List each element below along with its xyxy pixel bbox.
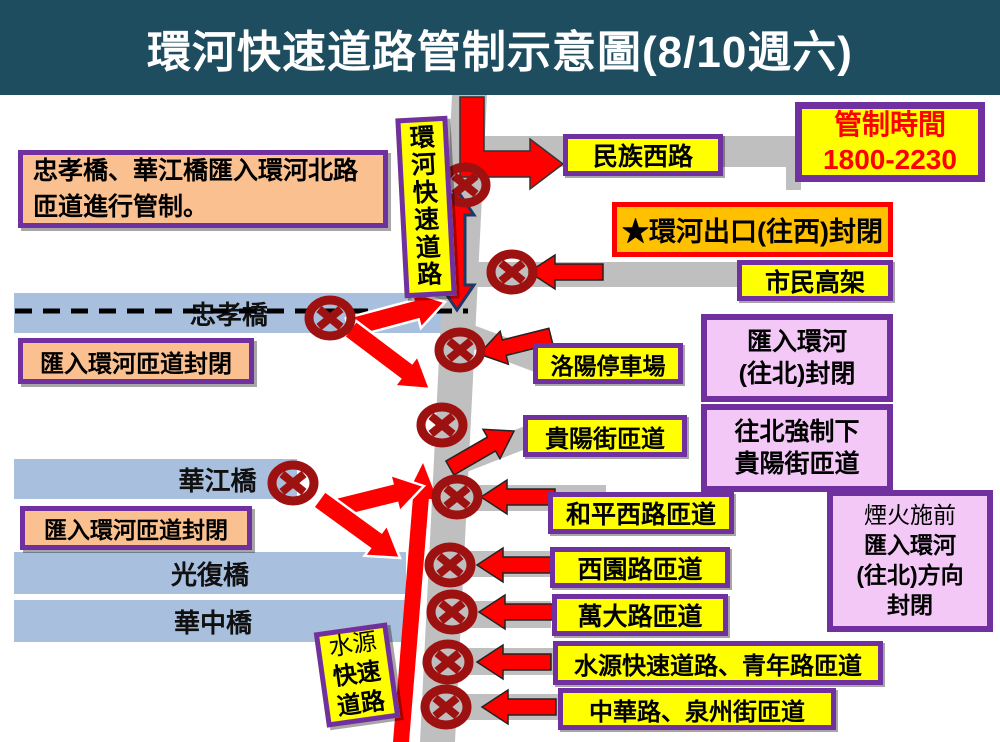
ramp-text: 貴陽街匝道 xyxy=(545,425,665,453)
ramp-label-wanda: 萬大路匝道 xyxy=(552,594,728,636)
pink-line: 匯入環河 xyxy=(746,327,847,356)
bridge-label: 華中橋 xyxy=(173,607,252,638)
page-title: 環河快速道路管制示意圖(8/10週六) xyxy=(147,27,853,77)
huanhe-expressway-text: 環河快速道路 xyxy=(409,122,443,290)
merge-closed-box-2: 匯入環河匝道封閉 xyxy=(20,506,252,550)
ramp-label-heping: 和平西路匝道 xyxy=(548,492,734,534)
huanhe-expressway-label: 環河快速道路 xyxy=(395,115,457,299)
pink-line: 匯入環河 xyxy=(864,532,956,559)
bridge-label: 光復橋 xyxy=(170,559,249,590)
merge-closed-text: 匯入環河匝道封閉 xyxy=(44,517,228,543)
pink-line: 煙火施前 xyxy=(864,502,956,529)
ramp-text: 洛陽停車場 xyxy=(550,352,666,379)
pink-line: 封閉 xyxy=(887,591,933,618)
control-time-box: 管制時間 1800-2230 xyxy=(795,102,985,182)
bridge-label: 忠孝橋 xyxy=(189,299,268,330)
exit-closed-box: ★環河出口(往西)封閉 xyxy=(612,202,893,257)
ramp-label-minzu: 民族西路 xyxy=(563,134,723,176)
bridge-label: 華江橋 xyxy=(178,465,257,496)
exit-closed-text: ★環河出口(往西)封閉 xyxy=(622,217,883,247)
ramp-text: 萬大路匝道 xyxy=(577,603,703,631)
merge-closed-box-1: 匯入環河匝道封閉 xyxy=(18,338,254,384)
note-box: 忠孝橋、華江橋匯入環河北路匝道進行管制。 xyxy=(18,150,388,228)
pink-line: 往北強制下 xyxy=(734,417,860,446)
header-bar: 環河快速道路管制示意圖(8/10週六) xyxy=(0,0,1000,95)
ramp-label-guiyang: 貴陽街匝道 xyxy=(523,415,687,457)
ramp-label-xiyuan: 西園路匝道 xyxy=(550,547,730,588)
bridge-band-huazhong: 華中橋 xyxy=(14,600,412,642)
control-time-hours: 1800-2230 xyxy=(823,144,957,175)
ramp-text: 市民高架 xyxy=(764,268,865,297)
bridge-band-huajiang: 華江橋 xyxy=(14,459,297,499)
merge-closed-text: 匯入環河匝道封閉 xyxy=(40,350,232,378)
no-entry-icon xyxy=(272,465,314,501)
northbound-flow-arrow xyxy=(393,497,429,742)
north-merge-closed-box: 匯入環河 (往北)封閉 xyxy=(701,314,893,402)
control-time-heading: 管制時間 xyxy=(833,109,946,140)
elbow-arrow-to-minzu xyxy=(459,96,565,191)
ramp-text: 民族西路 xyxy=(592,143,693,171)
ramp-text: 和平西路匝道 xyxy=(565,501,716,529)
ramp-label-shuiyuan-qingnian: 水源快速道路、青年路匝道 xyxy=(553,641,883,685)
forced-exit-box: 往北強制下 貴陽街匝道 xyxy=(701,404,893,492)
bridge-band-guangfu: 光復橋 xyxy=(14,552,406,594)
pink-line: (往北)方向 xyxy=(856,562,964,588)
ramp-text: 西園路匝道 xyxy=(577,555,703,584)
ramp-text: 中華路、泉州街匝道 xyxy=(589,698,805,726)
fireworks-note-box: 煙火施前 匯入環河 (往北)方向 封閉 xyxy=(827,490,993,632)
shuiyuan-line3: 道路 xyxy=(335,687,387,721)
ramp-label-shimin: 市民高架 xyxy=(737,260,893,301)
shuiyuan-expressway-label: 水源 快速 道路 xyxy=(313,622,401,728)
note-text: 忠孝橋、華江橋匯入環河北路匝道進行管制。 xyxy=(33,156,359,221)
pink-line: 貴陽街匝道 xyxy=(734,450,860,478)
ramp-label-zhonghua-quanzhou: 中華路、泉州街匝道 xyxy=(558,688,836,730)
pink-line: (往北)封閉 xyxy=(738,360,856,388)
ramp-label-luoyang: 洛陽停車場 xyxy=(533,343,683,384)
ramp-text: 水源快速道路、青年路匝道 xyxy=(574,652,862,680)
